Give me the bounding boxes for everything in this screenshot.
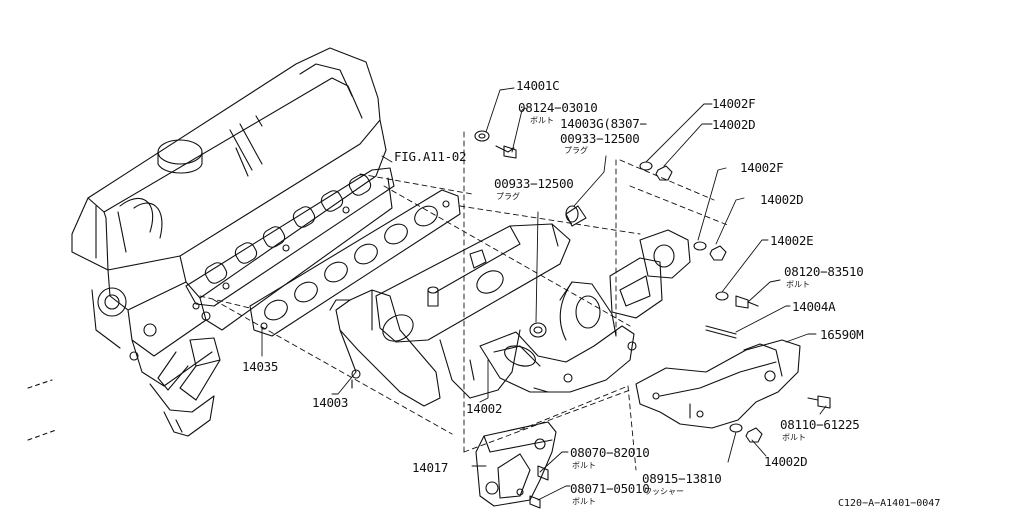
drawing-code: C120−A−A1401−0047 bbox=[838, 498, 941, 509]
part-label-14002: 14002 bbox=[466, 401, 503, 416]
part-label-14002E: 14002E bbox=[770, 233, 814, 248]
plug-annotation: プラグ bbox=[564, 146, 588, 155]
bolt-annotation: ボルト bbox=[786, 280, 810, 289]
plug-annotation: プラグ bbox=[496, 192, 520, 201]
part-label-08071-05010: 08071−05010 bbox=[570, 481, 650, 496]
part-label-14003G: 14003G(8307− bbox=[560, 116, 647, 131]
bracket-illustration bbox=[475, 421, 557, 507]
part-label-14002D-mid: 14002D bbox=[760, 192, 804, 207]
leader-lines bbox=[261, 87, 827, 501]
bolt-annotation: ボルト bbox=[572, 497, 596, 506]
exhaust-manifold-illustration bbox=[479, 229, 691, 393]
bolt-annotation: ボルト bbox=[530, 116, 554, 125]
intake-gasket-illustration bbox=[185, 167, 395, 307]
part-label-14002F-top: 14002F bbox=[712, 96, 756, 111]
intake-manifold-illustration bbox=[329, 223, 571, 407]
alignment-lines bbox=[199, 131, 731, 471]
part-label-14002F-mid: 14002F bbox=[740, 160, 784, 175]
part-label-14017: 14017 bbox=[412, 460, 449, 475]
part-label-14035: 14035 bbox=[242, 359, 279, 374]
part-label-14002D-bottom: 14002D bbox=[764, 454, 808, 469]
washer-annotation: ワッシャー bbox=[644, 487, 684, 496]
part-label-14001C: 14001C bbox=[516, 78, 560, 93]
part-label-08120-83510: 08120−83510 bbox=[784, 264, 864, 279]
part-label-08915-13810: 08915−13810 bbox=[642, 471, 722, 486]
part-label-08070-82010: 08070−82010 bbox=[570, 445, 650, 460]
bolt-annotation: ボルト bbox=[572, 461, 596, 470]
engine-block-illustration bbox=[27, 47, 393, 441]
bolt-annotation: ボルト bbox=[782, 433, 806, 442]
heat-shield-illustration bbox=[635, 339, 801, 429]
part-label-00933-12500-a: 00933−12500 bbox=[560, 131, 640, 146]
figure-reference: FIG.A11-02 bbox=[394, 149, 467, 164]
part-label-16590M: 16590M bbox=[820, 327, 864, 342]
part-label-08124-03010: 08124−03010 bbox=[518, 100, 598, 115]
part-label-08110-61225: 08110−61225 bbox=[780, 417, 860, 432]
fastener-illustrations bbox=[474, 130, 831, 509]
part-label-14004A: 14004A bbox=[792, 299, 836, 314]
part-label-14002D-top: 14002D bbox=[712, 117, 756, 132]
part-label-00933-12500-b: 00933−12500 bbox=[494, 176, 574, 191]
exhaust-gasket-illustration bbox=[249, 189, 461, 337]
part-label-14003: 14003 bbox=[312, 395, 349, 410]
